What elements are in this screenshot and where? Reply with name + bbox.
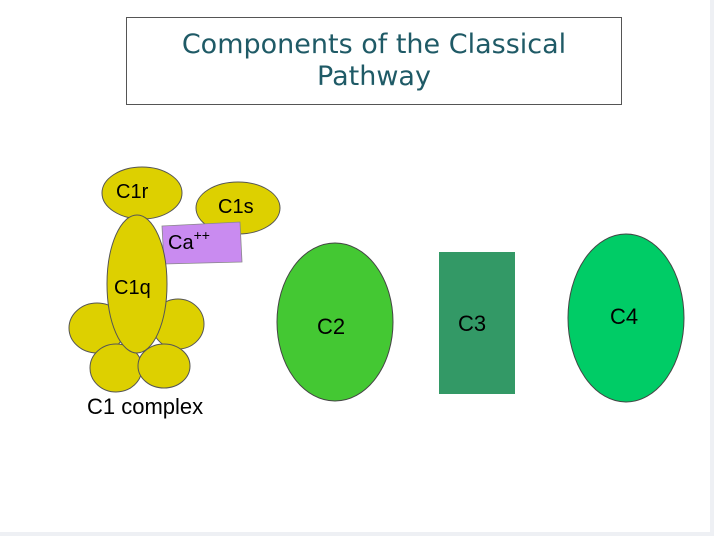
c1r-label: C1r — [116, 181, 149, 203]
c4-component: C4 — [567, 233, 685, 403]
c1q-head-bottom-right — [137, 343, 191, 389]
c3-component: C3 — [439, 252, 515, 394]
c2-component: C2 — [276, 242, 394, 402]
c3-label: C3 — [458, 311, 486, 336]
calcium-label: Ca++ — [168, 227, 210, 254]
page-title: Components of the Classical Pathway — [181, 29, 567, 92]
c4-label: C4 — [610, 304, 638, 329]
title-box: Components of the Classical Pathway — [126, 17, 622, 105]
c1-complex-label: C1 complex — [87, 394, 203, 419]
c2-label: C2 — [317, 314, 345, 339]
c3-rect — [439, 252, 515, 394]
c2-oval — [276, 242, 394, 402]
c1s-label: C1s — [218, 196, 254, 218]
c1-complex: C1r C1s Ca++ C1q C1 complex — [68, 166, 281, 419]
c1q-label: C1q — [114, 277, 151, 299]
c4-oval — [567, 233, 685, 403]
c1q-stalk — [106, 214, 168, 354]
